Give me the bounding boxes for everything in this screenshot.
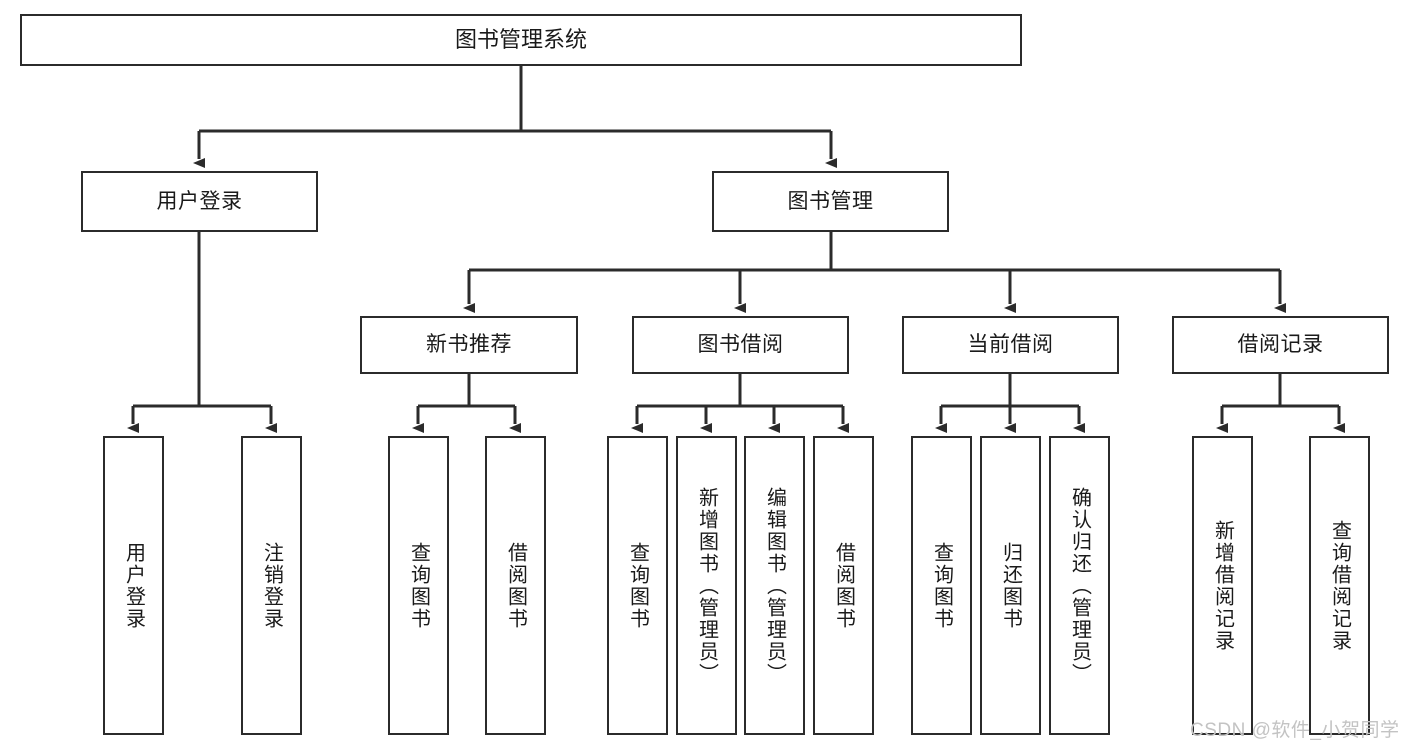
node-label: 查询图书: [930, 541, 953, 630]
node-label: 图书借阅: [697, 333, 784, 357]
node-book-management[interactable]: 图书管理: [712, 171, 949, 232]
node-label: 用户登录: [156, 189, 243, 213]
node-new-book-recommend[interactable]: 新书推荐: [360, 316, 578, 374]
node-book-management-system[interactable]: 图书管理系统: [20, 14, 1022, 66]
node-label: 借阅图书: [504, 541, 527, 630]
node-leaf-add-record[interactable]: 新增借阅记录: [1192, 436, 1253, 735]
node-label: 查询图书: [407, 541, 430, 630]
node-book-borrow[interactable]: 图书借阅: [632, 316, 849, 374]
node-label: 图书管理系统: [454, 26, 587, 52]
node-leaf-borrow-book-2[interactable]: 借阅图书: [813, 436, 874, 735]
node-borrow-record[interactable]: 借阅记录: [1172, 316, 1389, 374]
node-leaf-query-book-1[interactable]: 查询图书: [388, 436, 449, 735]
node-leaf-user-login[interactable]: 用户登录: [103, 436, 164, 735]
node-leaf-query-record[interactable]: 查询借阅记录: [1309, 436, 1370, 735]
node-label: 新增图书（管理员）: [695, 486, 718, 685]
node-label: 当前借阅: [967, 333, 1054, 357]
node-label: 注销登录: [260, 541, 283, 630]
node-leaf-borrow-book-1[interactable]: 借阅图书: [485, 436, 546, 735]
node-leaf-confirm-return[interactable]: 确认归还（管理员）: [1049, 436, 1110, 735]
node-label: 用户登录: [122, 541, 145, 630]
node-label: 借阅记录: [1237, 333, 1324, 357]
node-label: 查询借阅记录: [1328, 519, 1351, 652]
node-current-borrow[interactable]: 当前借阅: [902, 316, 1119, 374]
node-label: 借阅图书: [832, 541, 855, 630]
node-leaf-user-logout[interactable]: 注销登录: [241, 436, 302, 735]
csdn-watermark: CSDN @软件_小贺同学: [1190, 720, 1400, 741]
node-leaf-return-book[interactable]: 归还图书: [980, 436, 1041, 735]
node-label: 图书管理: [787, 189, 874, 213]
node-label: 查询图书: [626, 541, 649, 630]
node-leaf-query-book-2[interactable]: 查询图书: [607, 436, 668, 735]
node-label: 新增借阅记录: [1211, 519, 1234, 652]
node-user-login[interactable]: 用户登录: [81, 171, 318, 232]
node-label: 归还图书: [999, 541, 1022, 630]
node-leaf-add-book[interactable]: 新增图书（管理员）: [676, 436, 737, 735]
node-label: 确认归还（管理员）: [1068, 486, 1091, 685]
node-leaf-query-book-3[interactable]: 查询图书: [911, 436, 972, 735]
node-label: 编辑图书（管理员）: [763, 486, 786, 685]
node-leaf-edit-book[interactable]: 编辑图书（管理员）: [744, 436, 805, 735]
node-label: 新书推荐: [426, 333, 512, 357]
